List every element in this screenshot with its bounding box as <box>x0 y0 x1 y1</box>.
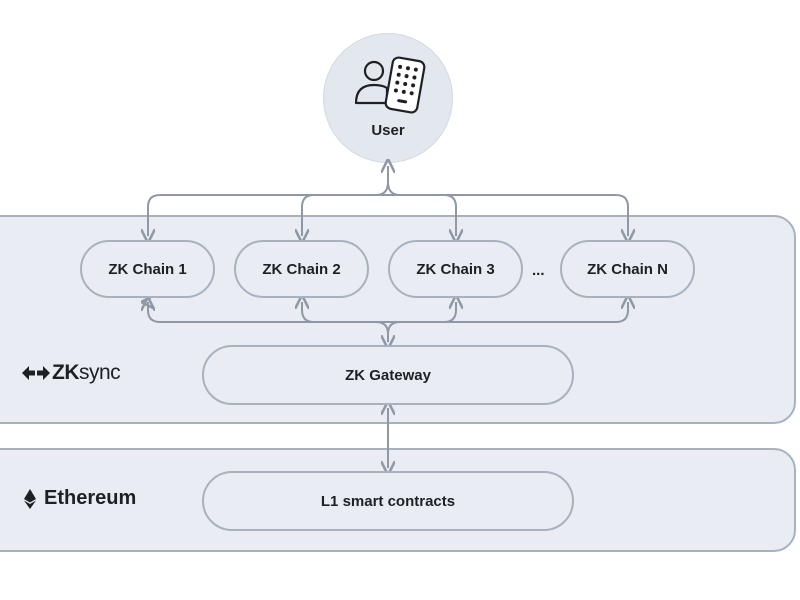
arrow-top-chain-3 <box>443 194 456 236</box>
zk-chain-2: ZK Chain 2 <box>234 240 369 298</box>
ethereum-icon <box>24 488 36 509</box>
bottom-bus <box>160 302 629 323</box>
arrow-bottom-chain-2 <box>302 302 315 323</box>
arrow-bottom-chain-1 <box>147 302 161 323</box>
ethereum-label: Ethereum <box>24 487 136 510</box>
top-bus <box>160 194 629 208</box>
zksync-logo-bold: ZK <box>52 361 80 384</box>
zk-chain-1: ZK Chain 1 <box>80 240 215 298</box>
zksync-logo-light: sync <box>79 361 121 384</box>
arrow-top-chain-2 <box>302 194 315 236</box>
l1-smart-contracts: L1 smart contracts <box>202 471 574 531</box>
arrow-top-chain-1 <box>148 194 161 236</box>
zk-chain-n: ZK Chain N <box>560 240 695 298</box>
user-label: User <box>371 122 405 139</box>
zksync-arrows-icon <box>22 366 50 380</box>
zk-chain-3: ZK Chain 3 <box>388 240 523 298</box>
arrow-gateway-up <box>375 321 389 340</box>
user-with-phone-icon <box>354 56 426 114</box>
arrow-bottom-chain-3 <box>443 302 456 323</box>
ethereum-text: Ethereum <box>44 487 137 509</box>
chain-ellipsis: ... <box>532 262 545 279</box>
zk-gateway: ZK Gateway <box>202 345 574 405</box>
